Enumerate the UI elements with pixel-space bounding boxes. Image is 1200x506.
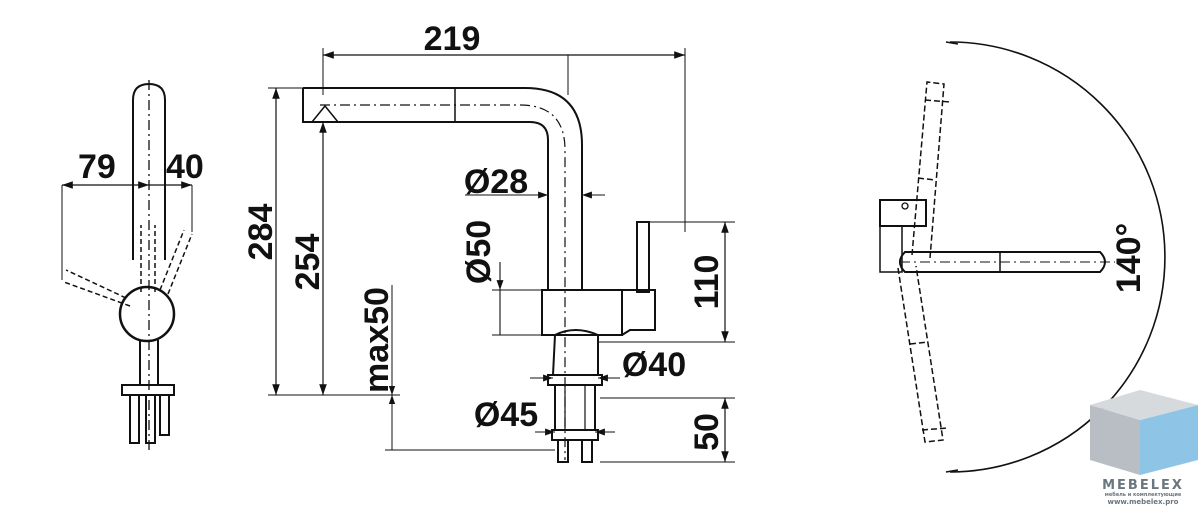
lever-height-dimension: 110 bbox=[688, 255, 726, 310]
logo-brand: MEBELEX bbox=[1102, 478, 1184, 493]
logo-url: www.mebelex.pro bbox=[1107, 498, 1178, 506]
max-worktop-dimension: max50 bbox=[358, 287, 396, 393]
total-height-dimension: 284 bbox=[242, 204, 280, 261]
shank-length-dimension: 50 bbox=[688, 413, 726, 451]
front-view bbox=[61, 80, 193, 450]
front-left-dimension: 79 bbox=[78, 148, 116, 186]
mount-diameter-label: Ø45 bbox=[474, 396, 538, 434]
front-right-dimension: 40 bbox=[166, 148, 204, 186]
swivel-angle-label: 140° bbox=[1110, 223, 1148, 293]
spout-height-dimension: 254 bbox=[289, 234, 327, 291]
mebelex-logo: MEBELEX мебель и комплектующие www.mebel… bbox=[1090, 390, 1198, 506]
side-view bbox=[268, 48, 735, 463]
spout-diameter-label: Ø28 bbox=[464, 163, 528, 201]
top-view bbox=[879, 41, 1166, 473]
spout-reach-dimension: 219 bbox=[424, 20, 481, 58]
body-diameter-label: Ø50 bbox=[460, 220, 498, 284]
logo-tagline: мебель и комплектующие bbox=[1105, 491, 1182, 498]
base-diameter-label: Ø40 bbox=[622, 346, 686, 384]
